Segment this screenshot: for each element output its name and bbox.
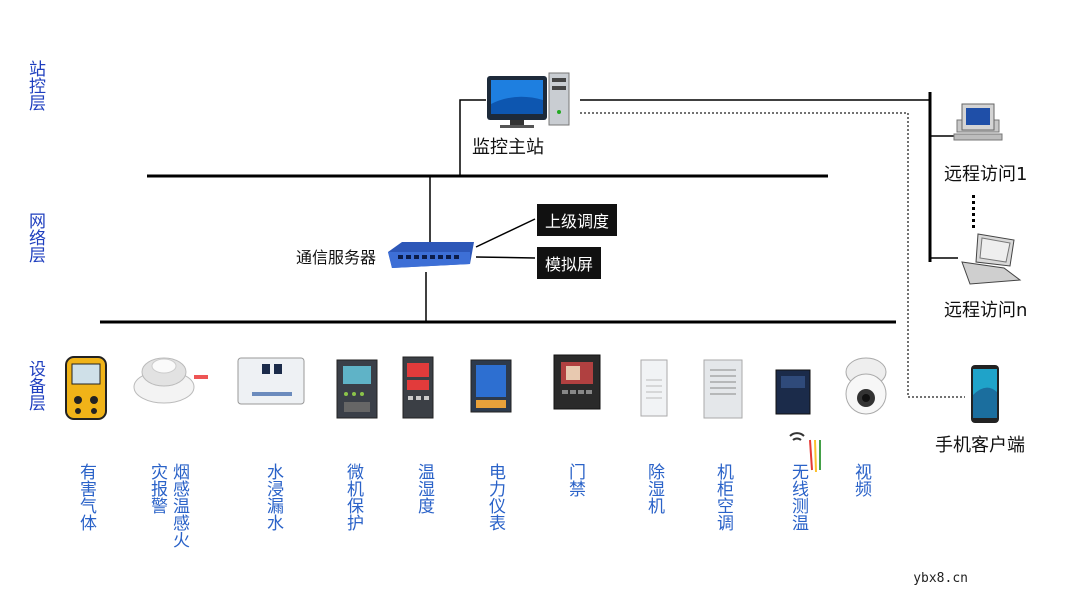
device-label-wireless: 无线测温: [788, 463, 808, 531]
cabinet-ac-icon: [703, 359, 743, 419]
device-label-video: 视频: [851, 463, 871, 497]
device-label-cabinet: 机柜空调: [713, 463, 733, 531]
wireless-temp-icon: [775, 369, 821, 473]
ptz-camera-icon: [845, 357, 887, 415]
remoten-label: 远程访问n: [944, 300, 1028, 321]
mimic-link: [475, 256, 536, 259]
host-link: [459, 99, 486, 176]
laptop-icon: [961, 233, 1022, 285]
layer-label-station: 站控层: [25, 60, 45, 111]
device-label-temp: 温湿度: [414, 463, 434, 514]
water-leak-sensor-icon: [237, 357, 305, 405]
dehumidifier-icon: [640, 359, 668, 417]
device-label-smoke: 烟感温感火灾报警: [147, 463, 189, 548]
ellipsis-dots: [972, 195, 975, 228]
power-meter-icon: [470, 359, 512, 413]
remote-desktop-icon: [953, 103, 1003, 141]
layer-label-device: 设备层: [25, 360, 45, 411]
device-label-water: 水浸漏水: [263, 463, 283, 531]
protection-relay-icon: [336, 359, 378, 419]
network-switch-icon: [388, 242, 474, 268]
server-label: 通信服务器: [296, 248, 377, 267]
watermark: ybx8.cn: [913, 571, 968, 586]
remote1-label: 远程访问1: [944, 164, 1028, 185]
mobile-link: [580, 112, 965, 398]
mimic-screen-box: 模拟屏: [537, 247, 602, 279]
access-control-icon: [553, 354, 601, 410]
smoke-detector-icon: [133, 357, 208, 404]
mobile-phone-icon: [971, 365, 999, 423]
upper-dispatch-box: 上级调度: [537, 204, 618, 236]
gas-detector-icon: [65, 356, 107, 420]
mobile-label: 手机客户端: [935, 435, 1025, 456]
device-label-door: 门禁: [565, 463, 585, 497]
host-computer-icon: [487, 72, 570, 128]
temp-humidity-controller-icon: [402, 356, 434, 419]
device-label-meter: 电力仪表: [485, 463, 505, 531]
device-label-dehum: 除湿机: [644, 463, 664, 514]
layer-label-network: 网络层: [25, 212, 45, 263]
device-label-protect: 微机保护: [343, 463, 363, 531]
host-label: 监控主站: [472, 137, 544, 158]
upper-link: [475, 218, 536, 248]
device-label-gas: 有害气体: [76, 463, 96, 531]
